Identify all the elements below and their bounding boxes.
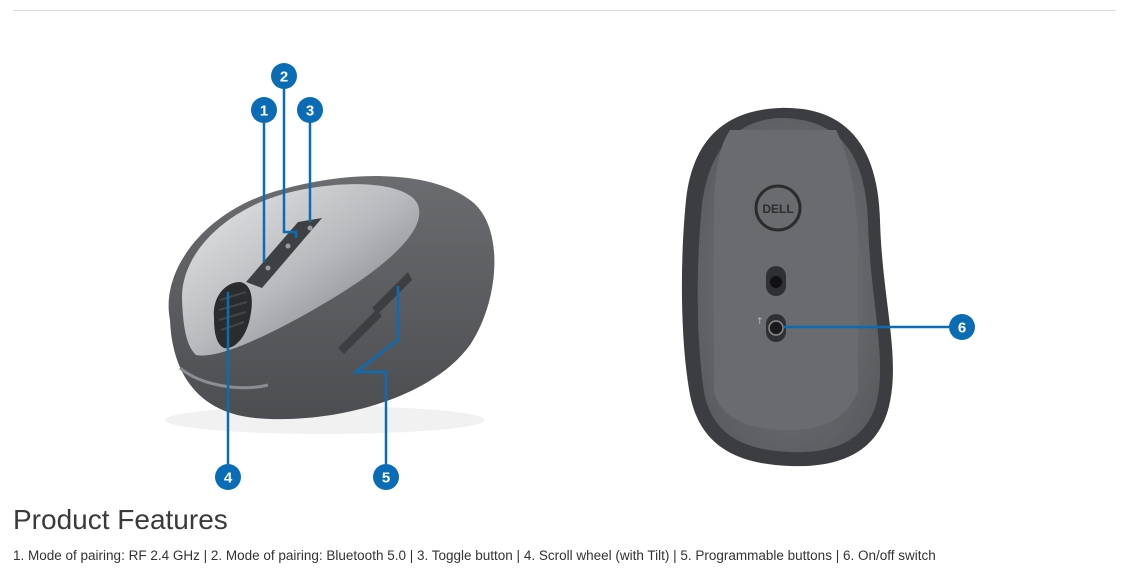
callout-3: 3 (297, 97, 323, 123)
svg-text:3: 3 (306, 103, 314, 120)
mouse-illustration: DELL ↑ 1 2 3 (165, 63, 975, 490)
callout-lines (226, 88, 950, 464)
svg-text:2: 2 (280, 69, 288, 86)
svg-text:6: 6 (958, 320, 966, 337)
callout-2: 2 (271, 63, 297, 89)
top-divider (13, 10, 1116, 11)
section-title: Product Features (13, 504, 228, 535)
product-figure: DELL ↑ 1 2 3 (165, 63, 975, 490)
svg-text:5: 5 (382, 470, 390, 487)
mouse-bottom-view: DELL ↑ (681, 107, 893, 467)
mouse-top-view (165, 176, 495, 434)
svg-text:4: 4 (224, 470, 233, 487)
callout-1: 1 (251, 97, 277, 123)
svg-text:1: 1 (260, 103, 268, 120)
features-list: 1. Mode of pairing: RF 2.4 GHz | 2. Mode… (13, 548, 936, 563)
svg-text:↑: ↑ (756, 317, 764, 327)
dell-logo: DELL (762, 202, 793, 216)
callout-4: 4 (215, 464, 241, 490)
callout-5: 5 (373, 464, 399, 490)
callout-6: 6 (949, 314, 975, 340)
